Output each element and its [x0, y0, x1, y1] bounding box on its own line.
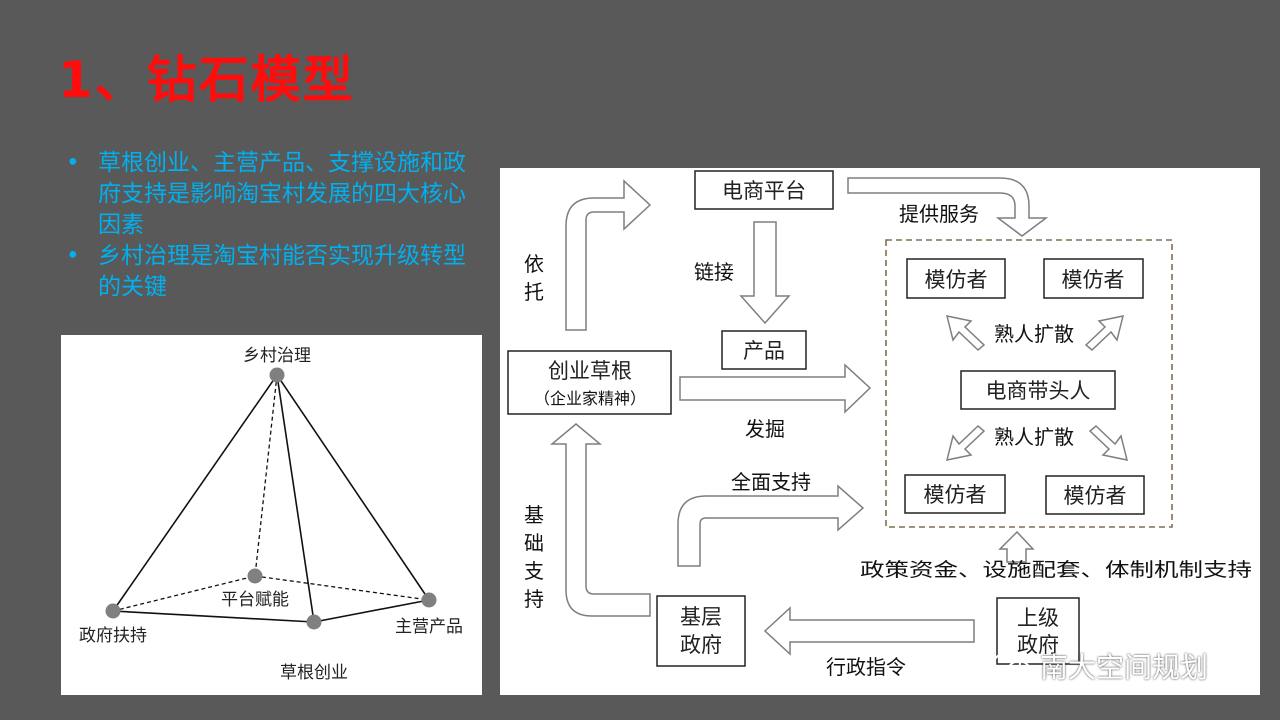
product-node: 产品	[721, 330, 807, 370]
edge-line	[313, 599, 430, 623]
upper-gov-label: 上级	[1017, 606, 1059, 630]
node-product	[421, 592, 437, 608]
page-title: 1、钻石模型	[58, 51, 355, 109]
node-label: 平台赋能	[221, 590, 289, 610]
rely-label: 托	[524, 280, 544, 304]
platform-node: 电商平台	[694, 170, 834, 210]
leader-label: 电商带头人	[986, 379, 1091, 403]
wechat-icon	[993, 652, 1031, 680]
pyramid-diagram: 乡村治理 政府扶持 平台赋能 主营产品 草根创业	[61, 335, 482, 695]
node-label: 草根创业	[280, 663, 348, 683]
leader-node: 电商带头人	[960, 370, 1116, 410]
imitator-node: 模仿者	[904, 474, 1006, 514]
foundation-label: 基	[524, 503, 544, 527]
spread-arrow-top-left	[945, 315, 986, 352]
bullet-item: 草根创业、主营产品、支撑设施和政府支持是影响淘宝村发展的四大核心因素	[66, 148, 486, 241]
local-gov-label: 政府	[680, 633, 722, 657]
admin-label: 行政指令	[826, 655, 906, 679]
node-platform	[247, 568, 263, 584]
link-arrow	[739, 221, 791, 325]
product-label: 产品	[743, 339, 785, 363]
rely-arrow	[565, 179, 652, 331]
spread-arrow-bottom-left	[945, 424, 986, 461]
service-label: 提供服务	[899, 202, 979, 226]
watermark: 南大空间规划	[992, 646, 1208, 686]
community-dashed-box	[885, 239, 1173, 528]
policy-arrow	[998, 530, 1035, 563]
node-government	[105, 603, 121, 619]
local-gov-label: 基层	[680, 605, 722, 629]
flow-diagram: .box { fill:#fff; stroke:#222; stroke-wi…	[500, 168, 1260, 695]
imitator-label: 模仿者	[1064, 484, 1127, 508]
imitator-label: 模仿者	[925, 268, 988, 292]
foundation-label: 支	[524, 559, 544, 583]
platform-label: 电商平台	[722, 179, 806, 203]
foundation-label: 持	[524, 587, 544, 611]
upper-gov-label: 政府	[1017, 633, 1059, 657]
grassroots-node: 创业草根 （企业家精神）	[507, 350, 672, 415]
imitator-node: 模仿者	[906, 258, 1006, 299]
edge-line	[276, 374, 430, 601]
link-label: 链接	[694, 260, 734, 284]
apex-label: 乡村治理	[243, 346, 311, 366]
explore-arrow	[679, 363, 872, 414]
bullet-list: 草根创业、主营产品、支撑设施和政府支持是影响淘宝村发展的四大核心因素 乡村治理是…	[66, 148, 486, 303]
foundation-arrow	[549, 423, 651, 617]
edge-line	[276, 374, 315, 623]
edge-line	[112, 610, 315, 623]
node-grassroots	[306, 614, 322, 630]
edge-line	[112, 374, 278, 612]
spread-label: 熟人扩散	[994, 322, 1074, 346]
bullet-item: 乡村治理是淘宝村能否实现升级转型的关键	[66, 241, 486, 303]
watermark-text: 南大空间规划	[1040, 651, 1209, 684]
spread-arrow-bottom-right	[1088, 424, 1129, 461]
apex-node	[269, 367, 285, 383]
local-government-node: 基层 政府	[656, 595, 746, 667]
service-arrow	[847, 177, 1049, 237]
admin-arrow	[763, 606, 975, 656]
grassroots-sublabel: （企业家精神）	[534, 389, 646, 408]
imitator-node: 模仿者	[1043, 258, 1144, 299]
spread-arrow-top-right	[1084, 315, 1125, 352]
node-label: 主营产品	[395, 617, 463, 637]
imitator-node: 模仿者	[1045, 475, 1145, 515]
foundation-label: 础	[524, 531, 544, 555]
spread-label: 熟人扩散	[994, 425, 1074, 449]
hidden-edge-line	[254, 374, 278, 577]
full-support-label: 全面支持	[731, 470, 811, 494]
explore-label: 发掘	[745, 417, 785, 441]
imitator-label: 模仿者	[1062, 268, 1125, 292]
node-label: 政府扶持	[79, 626, 147, 646]
full-support-arrow	[677, 484, 865, 567]
policy-label: 政策资金、设施配套、体制机制支持	[860, 559, 1252, 581]
hidden-edge-line	[112, 575, 256, 612]
rely-label: 依	[524, 252, 544, 276]
imitator-label: 模仿者	[924, 483, 987, 507]
hidden-edge-line	[254, 575, 430, 601]
grassroots-label: 创业草根	[548, 359, 632, 383]
